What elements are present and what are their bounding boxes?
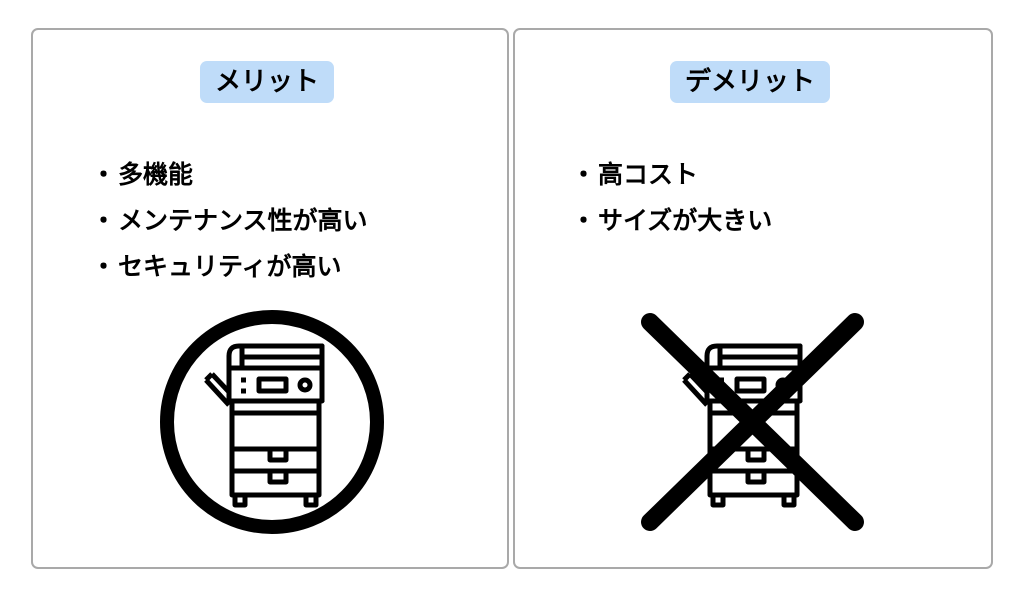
list-item: サイズが大きい xyxy=(571,198,772,244)
demerit-panel: デメリット 高コスト サイズが大きい xyxy=(513,28,993,569)
list-item: メンテナンス性が高い xyxy=(91,198,368,244)
demerit-title: デメリット xyxy=(669,61,831,103)
list-item: 高コスト xyxy=(571,152,772,198)
merit-icon-printer-in-circle-icon xyxy=(160,310,384,534)
merit-title: メリット xyxy=(199,61,335,103)
demerit-icon-printer-crossed-icon xyxy=(641,313,864,531)
merit-list: 多機能 メンテナンス性が高い セキュリティが高い xyxy=(91,152,368,290)
demerit-list: 高コスト サイズが大きい xyxy=(571,152,772,244)
list-item: セキュリティが高い xyxy=(91,244,368,290)
list-item: 多機能 xyxy=(91,152,368,198)
